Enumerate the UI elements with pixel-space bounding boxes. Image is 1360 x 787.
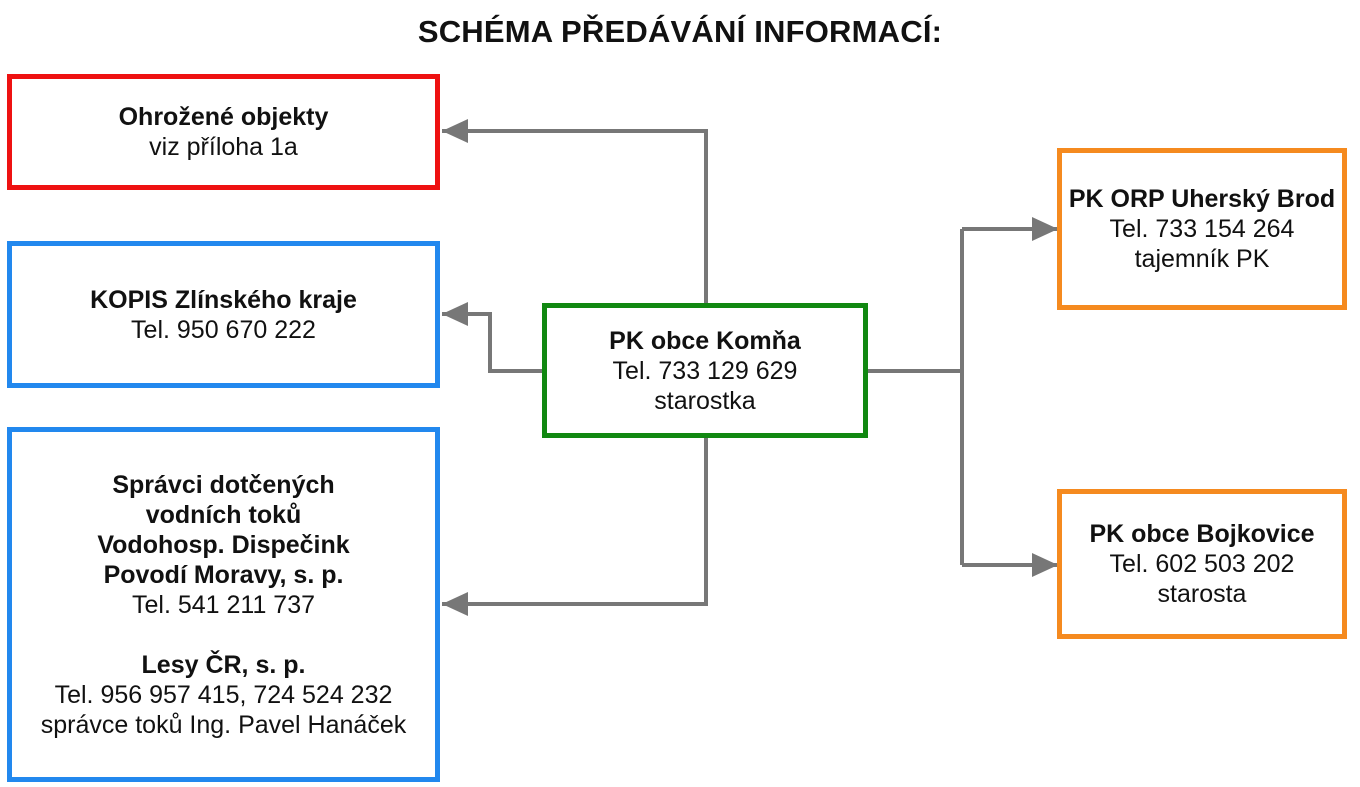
lesy-person: správce toků Ing. Pavel Hanáček bbox=[40, 710, 407, 739]
spravci-line4: Povodí Moravy, s. p. bbox=[103, 560, 344, 589]
connector-to-kopis bbox=[442, 312, 544, 373]
lesy-name: Lesy ČR, s. p. bbox=[141, 650, 306, 679]
ohrozene-name: Ohrožené objekty bbox=[118, 103, 329, 131]
orp-name: PK ORP Uherský Brod bbox=[1068, 185, 1336, 213]
arrow-to-bojkovice bbox=[1032, 553, 1058, 577]
kopis-phone: Tel. 950 670 222 bbox=[131, 315, 316, 344]
bojkovice-phone: Tel. 602 503 202 bbox=[1109, 550, 1295, 578]
bojkovice-name: PK obce Bojkovice bbox=[1089, 520, 1315, 548]
connector-to-spravci bbox=[442, 438, 708, 606]
orp-role: tajemník PK bbox=[1134, 245, 1270, 273]
ohrozene-detail: viz příloha 1a bbox=[149, 133, 298, 161]
box-pk-orp-uhersky-brod: PK ORP Uherský Brod Tel. 733 154 264 taj… bbox=[1057, 148, 1347, 310]
box-spravci-toku: Správci dotčených vodních toků Vodohosp.… bbox=[7, 427, 440, 782]
center-phone: Tel. 733 129 629 bbox=[612, 356, 798, 385]
diagram-title: SCHÉMA PŘEDÁVÁNÍ INFORMACÍ: bbox=[417, 14, 943, 49]
spravci-line3: Vodohosp. Dispečink bbox=[97, 530, 350, 559]
arrow-to-kopis bbox=[442, 302, 468, 326]
connector-to-ohrozene bbox=[442, 129, 708, 303]
center-role: starostka bbox=[654, 386, 756, 415]
orp-phone: Tel. 733 154 264 bbox=[1109, 215, 1295, 243]
box-pk-obce-bojkovice: PK obce Bojkovice Tel. 602 503 202 staro… bbox=[1057, 489, 1347, 639]
box-kopis: KOPIS Zlínského kraje Tel. 950 670 222 bbox=[7, 241, 440, 388]
spravci-line1: Správci dotčených bbox=[112, 470, 335, 499]
box-pk-obce-komna: PK obce Komňa Tel. 733 129 629 starostka bbox=[542, 303, 868, 438]
kopis-name: KOPIS Zlínského kraje bbox=[90, 285, 357, 314]
arrow-to-ohrozene bbox=[442, 119, 468, 143]
box-ohrozene-objekty: Ohrožené objekty viz příloha 1a bbox=[7, 74, 440, 190]
lesy-phone: Tel. 956 957 415, 724 524 232 bbox=[54, 680, 393, 709]
center-name: PK obce Komňa bbox=[609, 326, 801, 355]
bojkovice-role: starosta bbox=[1157, 580, 1247, 608]
arrow-to-orp bbox=[1032, 217, 1058, 241]
spravci-phone: Tel. 541 211 737 bbox=[131, 590, 316, 619]
arrow-to-spravci bbox=[442, 592, 468, 616]
spravci-line2: vodních toků bbox=[145, 500, 302, 529]
